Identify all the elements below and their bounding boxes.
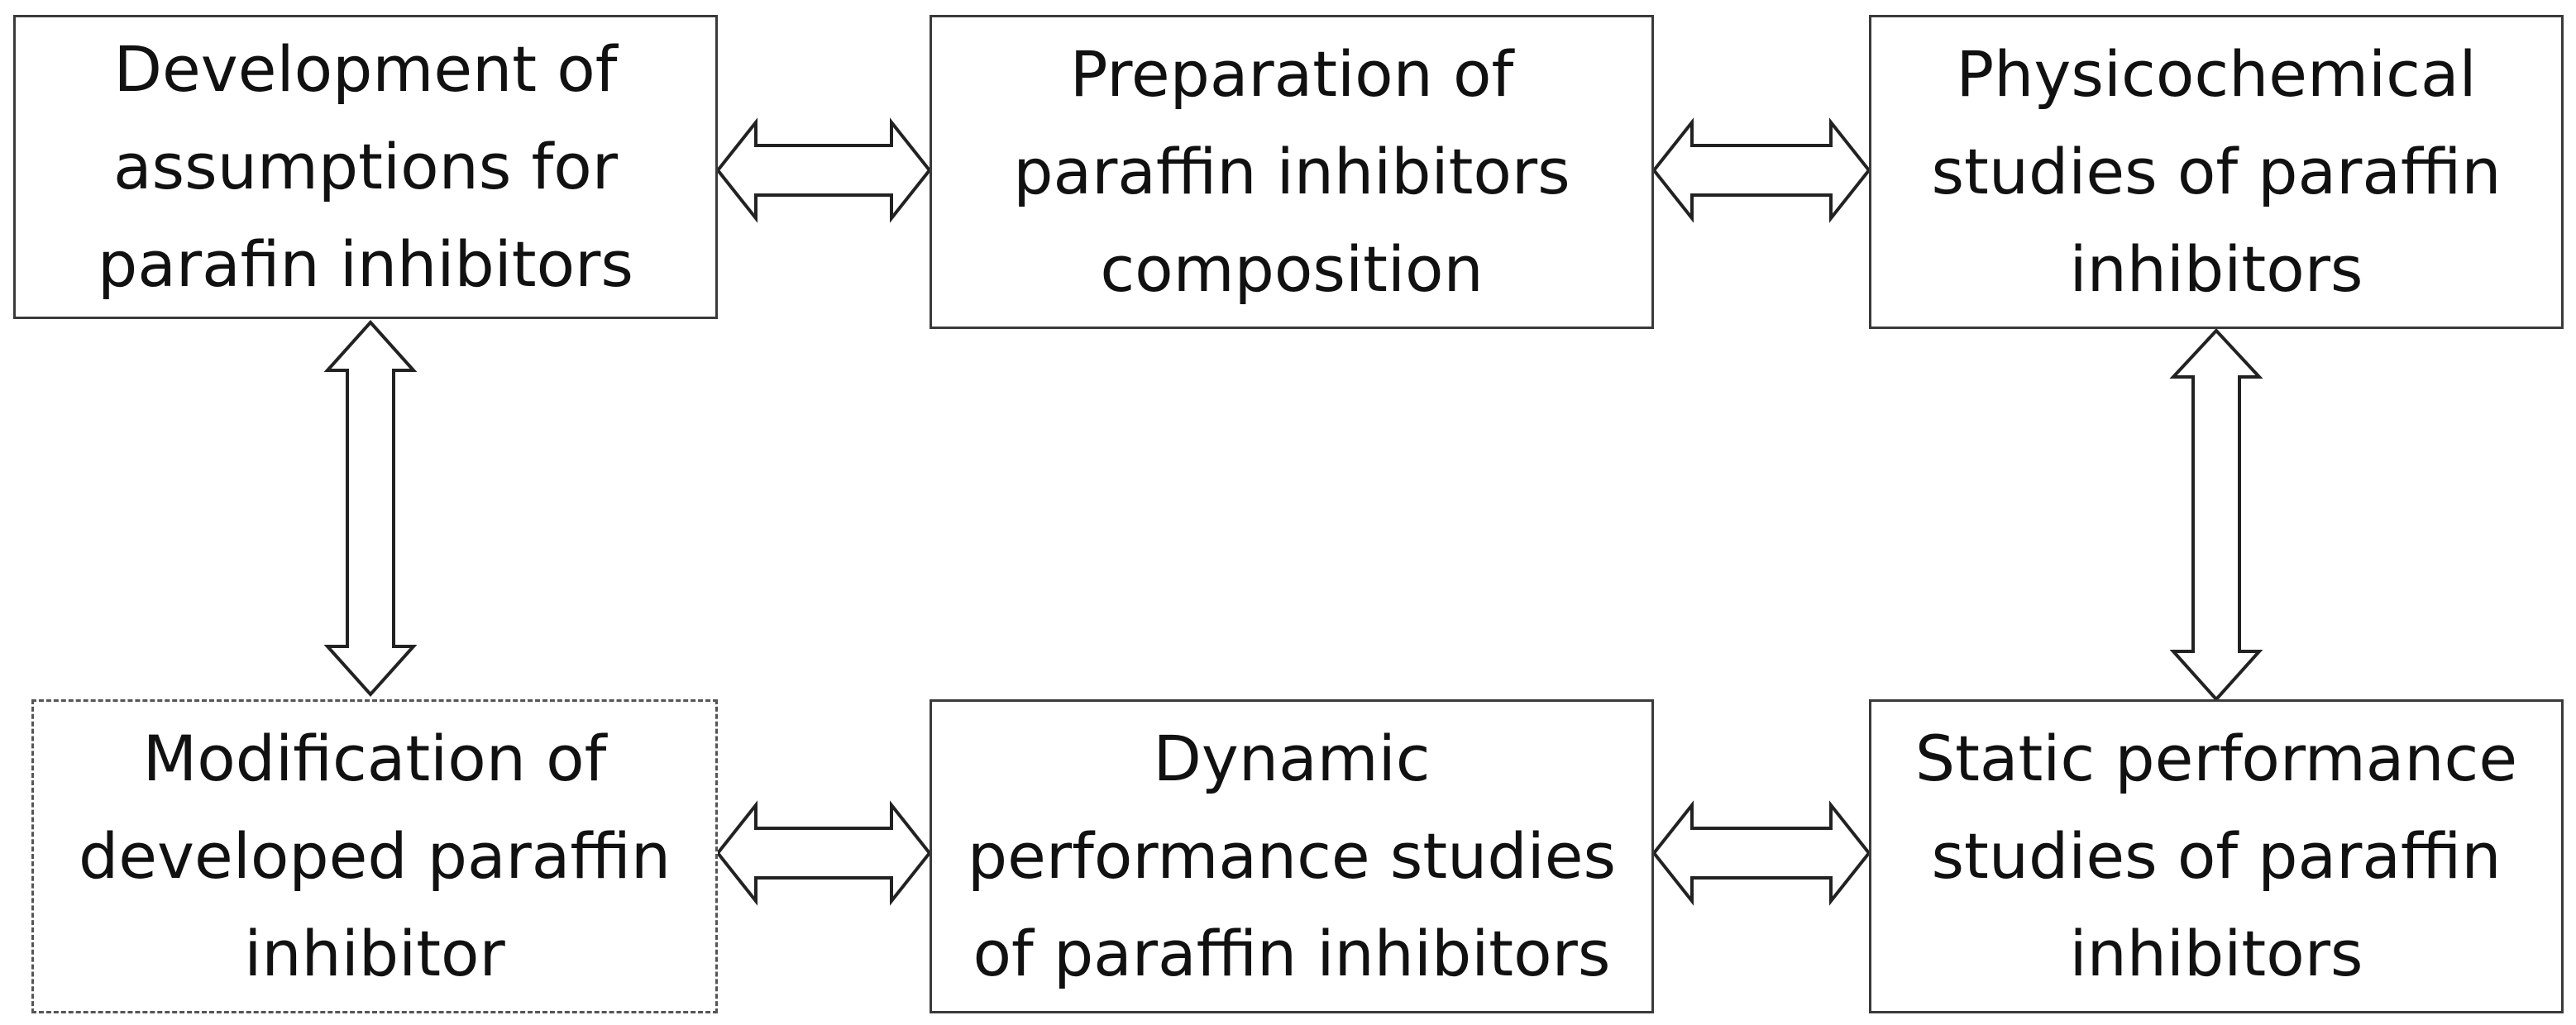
box-static-performance-studies: Static performance studies of paraffin i…	[1869, 699, 2564, 1013]
box-development-of-assumptions: Development of assumptions for parafin i…	[13, 15, 718, 319]
arrow-preparation-physicochemical	[1651, 117, 1871, 223]
box-label-development: Development of assumptions for parafin i…	[98, 32, 633, 301]
arrow-physicochemical-static	[2169, 328, 2263, 702]
arrow-development-preparation	[715, 117, 932, 223]
box-label-physicochemical: Physicochemical studies of paraffin inhi…	[1931, 37, 2502, 306]
box-label-dynamic: Dynamic performance studies of paraffin …	[967, 722, 1617, 990]
box-dynamic-performance-studies: Dynamic performance studies of paraffin …	[930, 699, 1654, 1013]
box-label-static: Static performance studies of paraffin i…	[1914, 722, 2518, 990]
box-label-preparation: Preparation of paraffin inhibitors compo…	[1013, 37, 1570, 306]
arrow-development-modification	[323, 320, 418, 697]
arrow-dynamic-static	[1651, 800, 1871, 906]
box-modification-of-inhibitor: Modification of developed paraffin inhib…	[31, 699, 718, 1013]
arrow-modification-dynamic	[715, 800, 932, 906]
box-preparation-of-composition: Preparation of paraffin inhibitors compo…	[930, 15, 1654, 329]
box-label-modification: Modification of developed paraffin inhib…	[78, 722, 671, 990]
box-physicochemical-studies: Physicochemical studies of paraffin inhi…	[1869, 15, 2564, 329]
